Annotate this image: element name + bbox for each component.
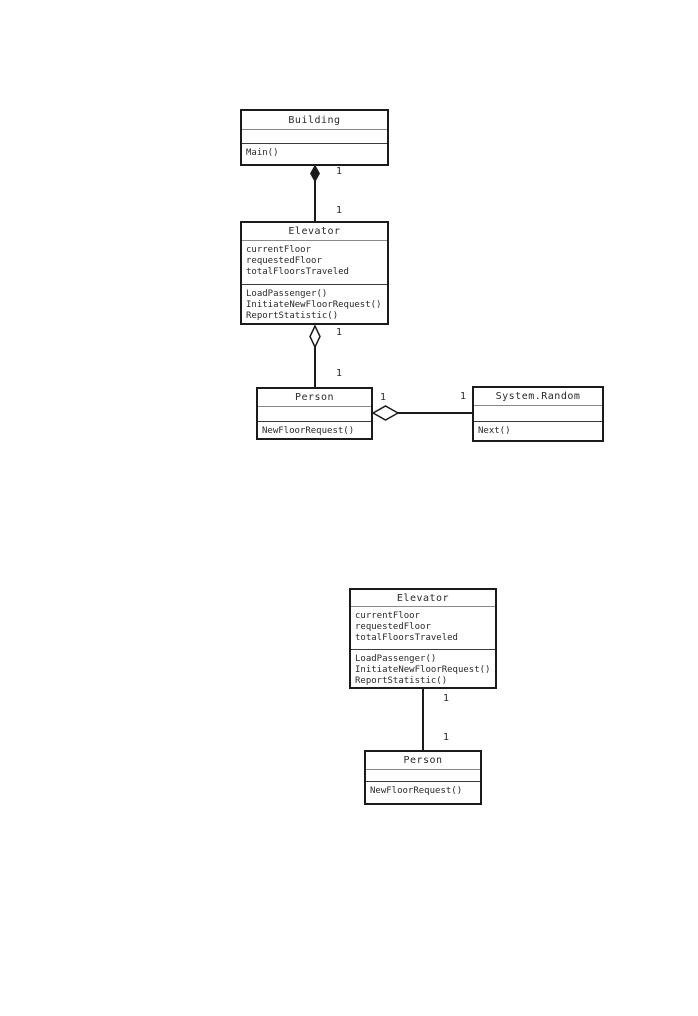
attribute-row: currentFloor (246, 245, 312, 255)
class-elevator-methods: LoadPassenger() InitiateNewFloorRequest(… (242, 285, 387, 323)
class-system-random-methods: Next() (474, 422, 602, 440)
class-elevator-2-title: Elevator (351, 590, 495, 607)
method-row: ReportStatistic() (246, 311, 339, 321)
multiplicity-label: 1 (336, 166, 343, 177)
aggregation-diamond-icon (309, 325, 321, 348)
class-system-random-title: System.Random (474, 388, 602, 406)
class-building-attributes (242, 130, 387, 144)
method-row: NewFloorRequest() (262, 426, 355, 436)
attribute-row: totalFloorsTraveled (246, 267, 349, 277)
class-system-random-attributes (474, 406, 602, 422)
class-elevator: Elevator currentFloor requestedFloor tot… (240, 221, 389, 325)
class-elevator-attributes: currentFloor requestedFloor totalFloorsT… (242, 241, 387, 285)
class-system-random: System.Random Next() (472, 386, 604, 442)
class-building-title: Building (242, 111, 387, 130)
method-row: InitiateNewFloorRequest() (355, 665, 491, 675)
method-row: Next() (478, 426, 511, 436)
method-row: LoadPassenger() (246, 289, 328, 299)
class-person-methods: NewFloorRequest() (258, 422, 371, 438)
multiplicity-label: 1 (380, 392, 387, 403)
class-building: Building Main() (240, 109, 389, 166)
class-building-methods: Main() (242, 144, 387, 164)
method-row: NewFloorRequest() (370, 786, 463, 796)
method-row: InitiateNewFloorRequest() (246, 300, 382, 310)
aggregation-edge-elevator-person (314, 346, 316, 387)
class-elevator-2-methods: LoadPassenger() InitiateNewFloorRequest(… (351, 650, 495, 687)
class-person: Person NewFloorRequest() (256, 387, 373, 440)
method-row: ReportStatistic() (355, 676, 448, 686)
method-row: Main() (246, 148, 279, 158)
attribute-row: requestedFloor (355, 622, 431, 632)
multiplicity-label: 1 (460, 391, 467, 402)
class-elevator-title: Elevator (242, 223, 387, 241)
attribute-row: requestedFloor (246, 256, 322, 266)
attribute-row: currentFloor (355, 611, 421, 621)
multiplicity-label: 1 (336, 205, 343, 216)
class-person-2-attributes (366, 770, 480, 782)
aggregation-diamond-icon (372, 405, 399, 421)
class-person-attributes (258, 407, 371, 422)
class-elevator-2-attributes: currentFloor requestedFloor totalFloorsT… (351, 607, 495, 650)
class-person-2-title: Person (366, 752, 480, 770)
multiplicity-label: 1 (336, 327, 343, 338)
association-edge-elevator-person (422, 689, 424, 750)
attribute-row: totalFloorsTraveled (355, 633, 458, 643)
multiplicity-label: 1 (443, 732, 450, 743)
composition-diamond-icon (310, 164, 320, 183)
multiplicity-label: 1 (336, 368, 343, 379)
class-person-2-methods: NewFloorRequest() (366, 782, 480, 803)
composition-edge-building-elevator (314, 180, 316, 221)
method-row: LoadPassenger() (355, 654, 437, 664)
class-person-title: Person (258, 389, 371, 407)
aggregation-edge-person-systemrandom (396, 412, 472, 414)
multiplicity-label: 1 (443, 693, 450, 704)
class-person-2: Person NewFloorRequest() (364, 750, 482, 805)
class-elevator-2: Elevator currentFloor requestedFloor tot… (349, 588, 497, 689)
